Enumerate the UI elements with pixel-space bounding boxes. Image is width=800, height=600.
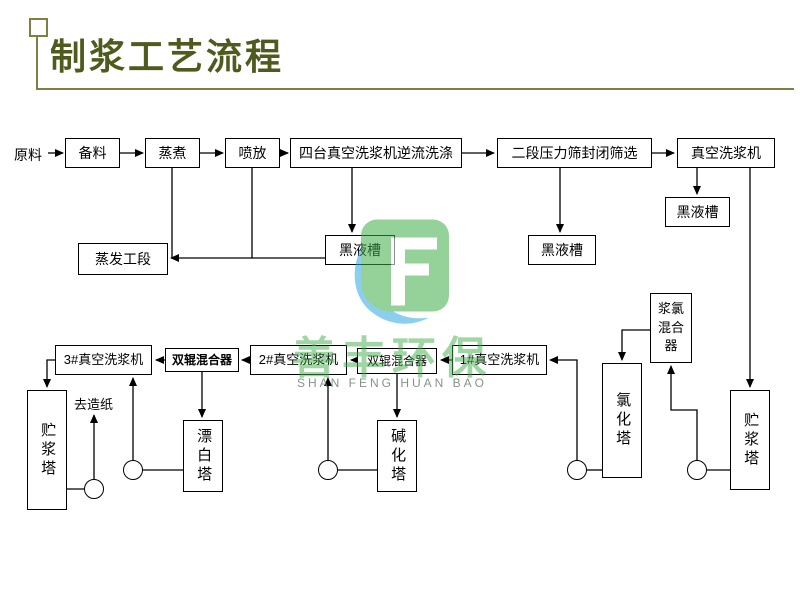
title-accent-square (29, 18, 48, 37)
node-black-liquor-tank-mid: 黑液槽 (528, 235, 596, 265)
node-chlorination-tower: 氯化塔 (602, 363, 642, 478)
title-rule (36, 88, 794, 90)
pump-3 (318, 460, 338, 480)
node-black-liquor-tank-right: 黑液槽 (665, 197, 730, 227)
node-pressure-screen: 二段压力筛封闭筛选 (497, 138, 652, 168)
node-roll-mixer-a: 双辊混合器 (165, 348, 239, 372)
node-black-liquor-tank-center: 黑液槽 (325, 235, 395, 265)
node-cooking: 蒸煮 (145, 138, 200, 168)
pump-5 (687, 460, 707, 480)
node-prep: 备料 (65, 138, 120, 168)
pump-1 (84, 479, 104, 499)
node-storage-tower-right: 贮浆塔 (730, 390, 770, 490)
node-evaporation: 蒸发工段 (78, 243, 168, 275)
node-washer-3: 3#真空洗浆机 (55, 345, 152, 375)
node-four-vacuum-washers: 四台真空洗浆机逆流洗涤 (290, 138, 462, 168)
node-raw-material: 原料 (14, 147, 42, 163)
node-pulp-chlorine-mixer: 浆氯混合器 (650, 293, 692, 363)
node-storage-tower-left: 贮浆塔 (27, 390, 67, 510)
node-bleach-tower: 漂白塔 (183, 420, 223, 492)
node-washer-2: 2#真空洗浆机 (250, 345, 347, 375)
node-alkali-tower: 碱化塔 (377, 420, 417, 492)
pump-2 (123, 460, 143, 480)
pump-4 (567, 460, 587, 480)
title-accent-vline (36, 18, 38, 90)
page-title: 制浆工艺流程 (50, 36, 285, 78)
node-blow: 喷放 (225, 138, 280, 168)
node-washer-1: 1#真空洗浆机 (452, 345, 547, 375)
node-vacuum-washer: 真空洗浆机 (677, 138, 775, 168)
node-roll-mixer-b: 双辊混合器 (357, 348, 437, 374)
to-paper-label: 去造纸 (74, 397, 114, 412)
